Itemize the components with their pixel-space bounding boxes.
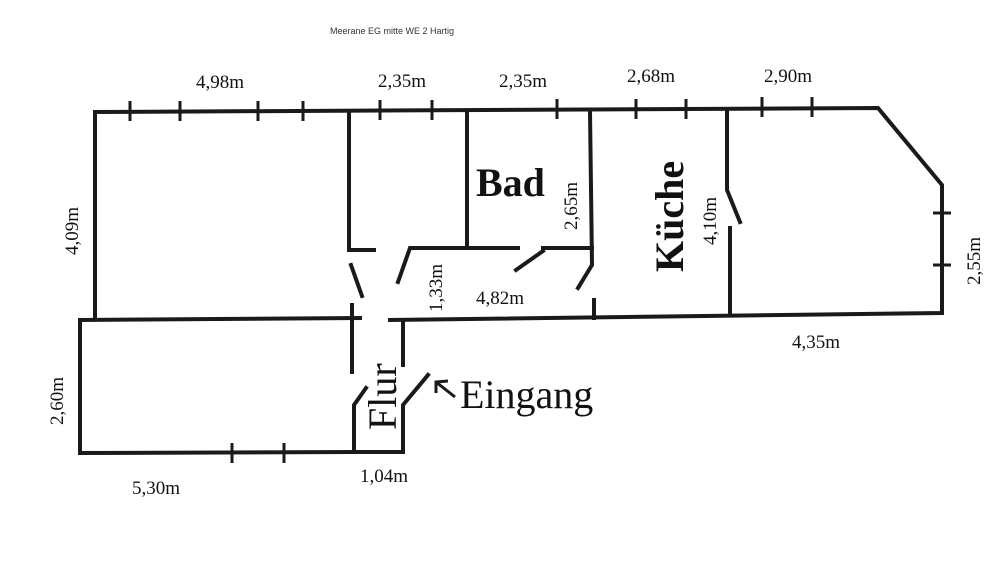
dim-right-height: 2,55m [964, 237, 985, 285]
dim-corridor-height: 1,33m [426, 264, 447, 312]
dim-corridor-width: 4,82m [476, 288, 524, 309]
dimension-ticks [128, 97, 951, 463]
dim-bottom-right: 4,35m [792, 332, 840, 353]
entrance-arrow-icon [434, 379, 456, 399]
dim-flur-width: 1,04m [360, 466, 408, 487]
dim-lower-left-height: 2,60m [47, 377, 68, 425]
dim-kueche-height: 4,10m [700, 197, 721, 245]
dim-left-height: 4,09m [62, 207, 83, 255]
dim-top-left: 4,98m [196, 72, 244, 93]
walls [77, 105, 944, 456]
room-label-kueche: Küche [647, 161, 692, 272]
room-label-flur: Flur [360, 363, 405, 430]
dim-bottom-left: 5,30m [132, 478, 180, 499]
room-label-bad: Bad [476, 160, 545, 205]
dim-top-4: 2,68m [627, 66, 675, 87]
entrance-label: Eingang [460, 372, 593, 417]
dim-bad-height: 2,65m [561, 182, 582, 230]
dim-top-3: 2,35m [499, 71, 547, 92]
dim-top-2: 2,35m [378, 71, 426, 92]
plan-title: Meerane EG mitte WE 2 Hartig [330, 26, 454, 36]
dim-top-5: 2,90m [764, 66, 812, 87]
